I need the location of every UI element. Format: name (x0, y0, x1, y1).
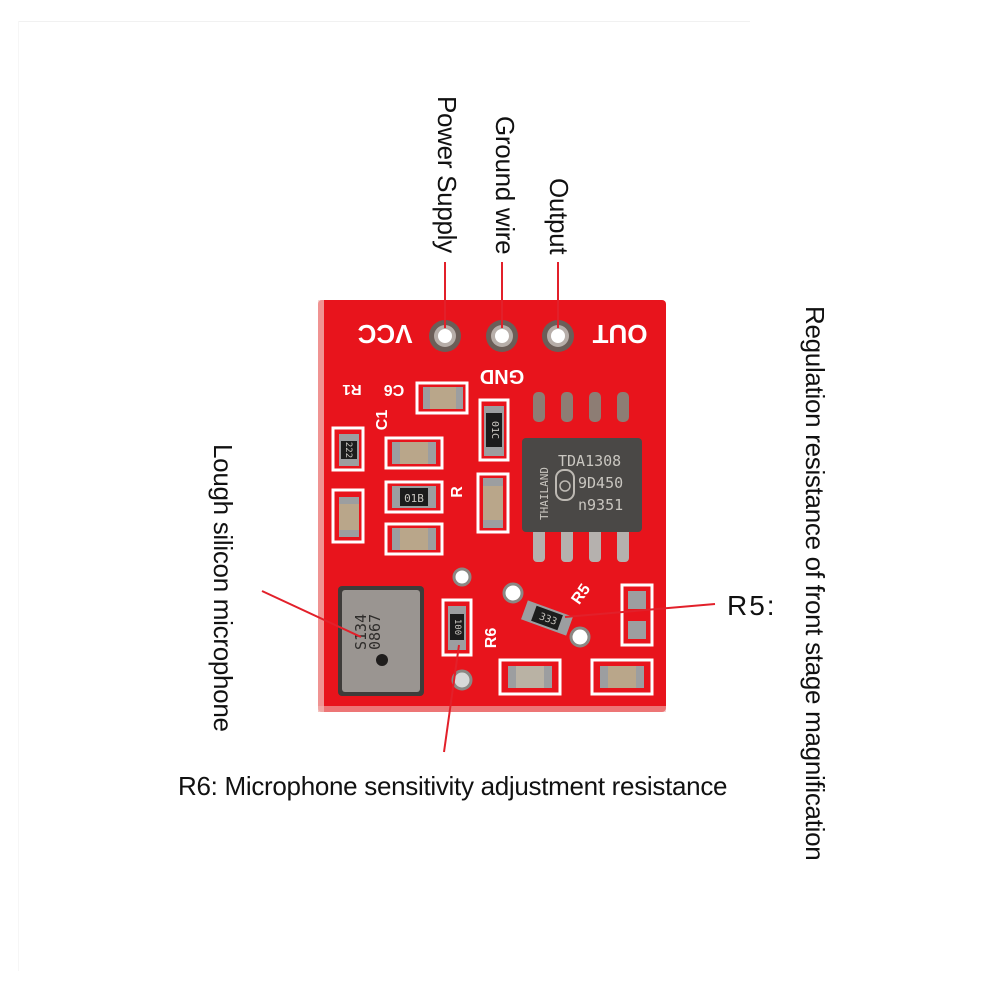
label-r6: R6: Microphone sensitivity adjustment re… (178, 771, 728, 801)
ic-part-number: TDA1308 (558, 452, 621, 470)
capacitor-bottom-right (600, 666, 644, 688)
frame-left-line (18, 21, 19, 971)
mic-marking-2: 0867 (366, 614, 384, 650)
via-r5-right (569, 626, 591, 648)
resistor-01c-code: 01C (489, 421, 500, 439)
capacitor-r (483, 478, 503, 528)
resistor-r6-code: 100 (452, 619, 462, 635)
via-r5-left (502, 582, 524, 604)
silk-r: R (449, 486, 466, 498)
leader-r5 (564, 603, 716, 618)
label-regulation-resistance: Regulation resistance of front stage mag… (800, 306, 830, 861)
capacitor-c6 (423, 387, 463, 409)
label-microphone: Lough silicon microphone (208, 444, 238, 732)
resistor-r5 (521, 600, 573, 636)
mems-microphone (338, 586, 424, 696)
silk-r6: R6 (483, 628, 500, 649)
label-r5: R5: (727, 590, 777, 621)
resistor-r6 (448, 606, 466, 650)
silk-out: OUT (592, 319, 647, 349)
silk-c1: C1 (374, 410, 391, 431)
pin-vcc (429, 320, 461, 352)
pin-out (542, 320, 574, 352)
leader-r6 (443, 644, 460, 753)
via-bottom (451, 669, 473, 691)
resistor-r1-code: 222 (343, 442, 353, 458)
label-ground-wire: Ground wire (490, 116, 520, 255)
pin-gnd (486, 320, 518, 352)
silk-r1: R1 (342, 381, 361, 398)
resistor-01b-code: 01B (404, 492, 424, 505)
ic-line2: 9D450 (578, 474, 623, 492)
annotation-lines (261, 262, 716, 753)
ic-line3: n9351 (578, 496, 623, 514)
ic-origin: THAILAND (538, 467, 551, 520)
mic-marking-1: S134 (352, 614, 370, 650)
silk-vcc: VCC (357, 319, 412, 349)
silk-c6: C6 (384, 381, 405, 398)
resistor-r1 (339, 434, 359, 466)
capacitor-bottom (392, 528, 436, 550)
capacitor-left (339, 497, 359, 537)
pad-right (628, 591, 646, 639)
capacitor-c1 (392, 442, 436, 464)
silk-outlines (331, 381, 654, 696)
silk-gnd: GND (480, 365, 524, 387)
resistor-01c (484, 406, 504, 456)
capacitor-bottom-mid (508, 666, 552, 688)
label-power-supply: Power Supply (432, 96, 462, 253)
ic-tda1308 (522, 392, 642, 562)
frame-top-line (18, 21, 750, 22)
resistor-01b (392, 486, 436, 508)
label-output: Output (544, 178, 574, 255)
leader-microphone (261, 590, 362, 638)
via-top (452, 567, 472, 587)
